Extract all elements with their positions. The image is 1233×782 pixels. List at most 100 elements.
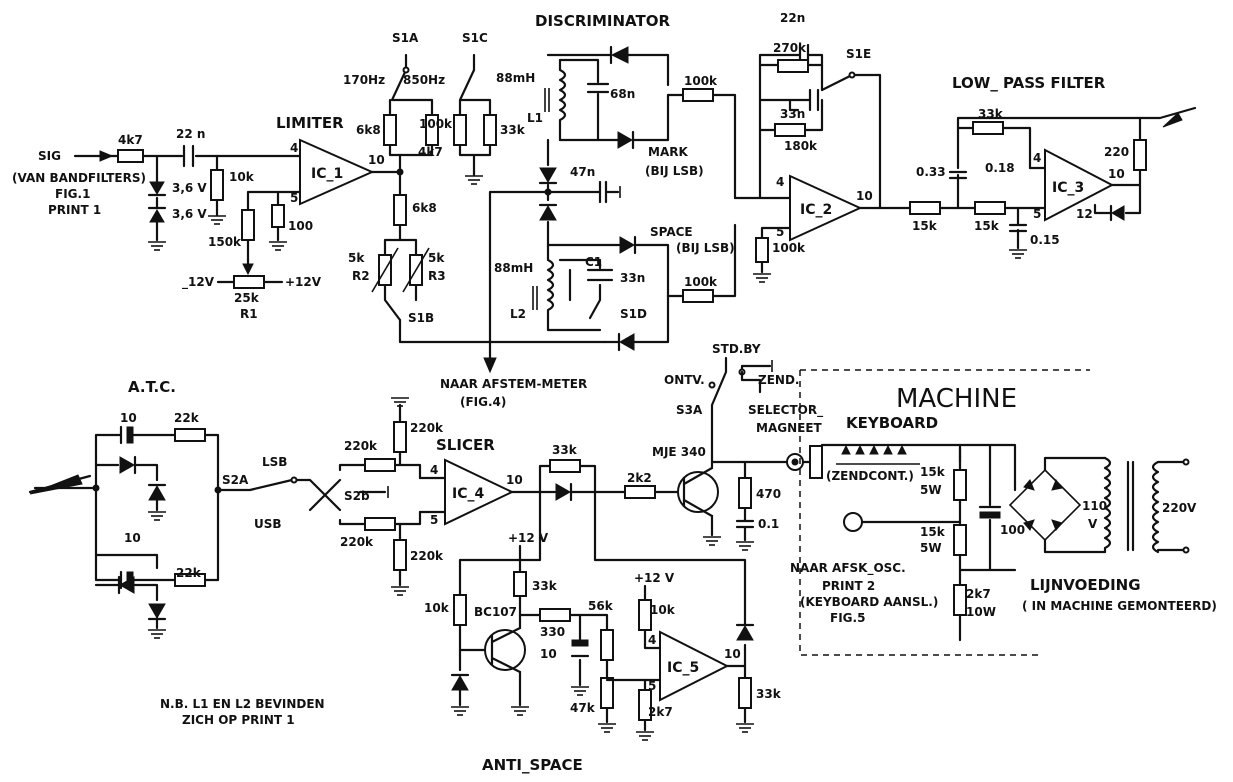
zendcont-label: (ZENDCONT.) (826, 469, 914, 483)
cap-01-label: 0.1 (758, 517, 779, 531)
ic-2-pin4: 4 (776, 175, 784, 189)
resistor-150k (241, 209, 255, 241)
resistor-100k-mark (682, 88, 714, 102)
switch-s1a-label: S1A (392, 31, 419, 45)
cap-033-label: 0.33 (916, 165, 946, 179)
voeding-title: LIJNVOEDING (1030, 576, 1141, 594)
resistor-33k-slicer-label: 33k (552, 443, 578, 457)
ic-3-label: IC_3 (1052, 180, 1084, 196)
ic-1-pin4: 4 (290, 141, 298, 155)
ontv-label: ONTV. (664, 373, 705, 387)
resistor-270k-label: 270k (773, 41, 807, 55)
machine-title: MACHINE (896, 384, 1017, 414)
mark-note: (BIJ LSB) (645, 164, 704, 178)
slicer-title: SLICER (436, 436, 495, 454)
ic-1-label: IC_1 (311, 166, 343, 182)
resistor-180k-label: 180k (784, 139, 818, 153)
cap-015-label: 0.15 (1030, 233, 1060, 247)
resistor-100k-mark-label: 100k (684, 74, 718, 88)
resistor-15k-b-label: 15k (974, 219, 1000, 233)
low-pass-title: LOW_ PASS FILTER (952, 74, 1106, 92)
trimmer-r2-value: 5k (348, 251, 365, 265)
selector-coil (809, 445, 823, 479)
ic-4-pin4: 4 (430, 463, 438, 477)
resistor-100k-ic2 (755, 237, 769, 263)
ic-3: IC_3 4 5 10 12 (1033, 148, 1125, 222)
resistor-15k-a-label: 15k (912, 219, 938, 233)
resistor-15k-5w-a (953, 469, 967, 501)
resistor-6k8a-label: 6k8 (356, 123, 381, 137)
ic-3-pin12: 12 (1076, 207, 1093, 221)
cap-33n-lp-label: 33n (780, 107, 805, 121)
trimmer-r3-label: R3 (428, 269, 446, 283)
limiter-title: LIMITER (276, 114, 344, 132)
resistor-33k-antispace (513, 571, 527, 597)
selector-magnet-label: MAGNEET (756, 421, 823, 435)
resistor-15k-5w-b-watt: 5W (920, 541, 942, 555)
stdby-label: STD.BY (712, 342, 761, 356)
zener-b-label: 3,6 V (172, 207, 207, 221)
resistor-2k7-10w (953, 584, 967, 616)
afsk-print-label: PRINT 2 (822, 579, 875, 593)
resistor-220k-d (393, 539, 407, 571)
resistor-s1c (453, 114, 467, 146)
voeding-note: ( IN MACHINE GEMONTEERD) (1022, 599, 1217, 613)
resistor-2k7-value: 2k7 (966, 587, 991, 601)
resistor-15k-5w-b-value: 15k (920, 525, 946, 539)
ic-3-pin4: 4 (1033, 151, 1041, 165)
ic-1: IC_1 4 5 10 LIMITER (276, 114, 385, 206)
resistor-470 (738, 477, 752, 509)
resistor-22k-a (174, 428, 206, 442)
zend-label: ZEND. (758, 373, 799, 387)
input-source-label: (VAN BANDFILTERS) (12, 171, 146, 185)
resistor-33k-lp (972, 121, 1004, 135)
ic-4-label: IC_4 (452, 486, 484, 502)
l1-value: 88mH (496, 71, 535, 85)
v220-label: 220V (1162, 501, 1197, 515)
ic-3-pin5: 5 (1033, 207, 1041, 221)
hz170-label: 170Hz (343, 73, 385, 87)
resistor-15k-b (974, 201, 1006, 215)
ic-3-pin10: 10 (1108, 167, 1125, 181)
bc107-label: BC107 (474, 605, 517, 619)
resistor-220k-a (364, 458, 396, 472)
mje340-label: MJE 340 (652, 445, 706, 459)
input-print-label: PRINT 1 (48, 203, 101, 217)
resistor-4k7b-label: 4k7 (418, 145, 443, 159)
resistor-100 (271, 204, 285, 228)
discriminator-title: DISCRIMINATOR (535, 12, 670, 30)
resistor-220k-a-label: 220k (344, 439, 378, 453)
resistor-22k-b-label: 22k (176, 566, 202, 580)
afsk-keyboard-label: (KEYBOARD AANSL.) (800, 595, 938, 609)
lsb-label: LSB (262, 455, 287, 469)
resistor-22k-a-label: 22k (174, 411, 200, 425)
resistor-33k-top-label: 33k (500, 123, 526, 137)
transformer (1103, 456, 1190, 554)
cap-33n-label: 33n (620, 271, 645, 285)
cap-10u-antispace-label: 10 (540, 647, 557, 661)
resistor-6k8b (393, 194, 407, 226)
mark-label: MARK (648, 145, 688, 159)
space-label: SPACE (650, 225, 693, 239)
resistor-2k2 (624, 485, 656, 499)
v110-value: 110 (1082, 499, 1107, 513)
afsk-label: NAAR AFSK_OSC. (790, 561, 906, 576)
resistor-100k-top (425, 114, 439, 146)
keyboard-title: KEYBOARD (846, 414, 938, 432)
ic-5: IC_5 4 5 10 (648, 630, 741, 702)
resistor-33k-antispace-label: 33k (532, 579, 558, 593)
resistor-4k7-label: 4k7 (118, 133, 143, 147)
l1-label: L1 (527, 111, 543, 125)
hz850-label: 850Hz (403, 73, 445, 87)
cap-c1-label: C1 (585, 255, 602, 269)
ic-5-pin5: 5 (648, 679, 656, 693)
resistor-220k-b-label: 220k (340, 535, 374, 549)
ic-4-pin10: 10 (506, 473, 523, 487)
resistor-33k-slicer (549, 459, 581, 473)
usb-label: USB (254, 517, 282, 531)
resistor-220k-c (393, 421, 407, 453)
resistor-330-label: 330 (540, 625, 565, 639)
resistor-10k (210, 169, 224, 201)
resistor-220k-d-label: 220k (410, 549, 444, 563)
cap-100u-label: 100 (1000, 523, 1025, 537)
